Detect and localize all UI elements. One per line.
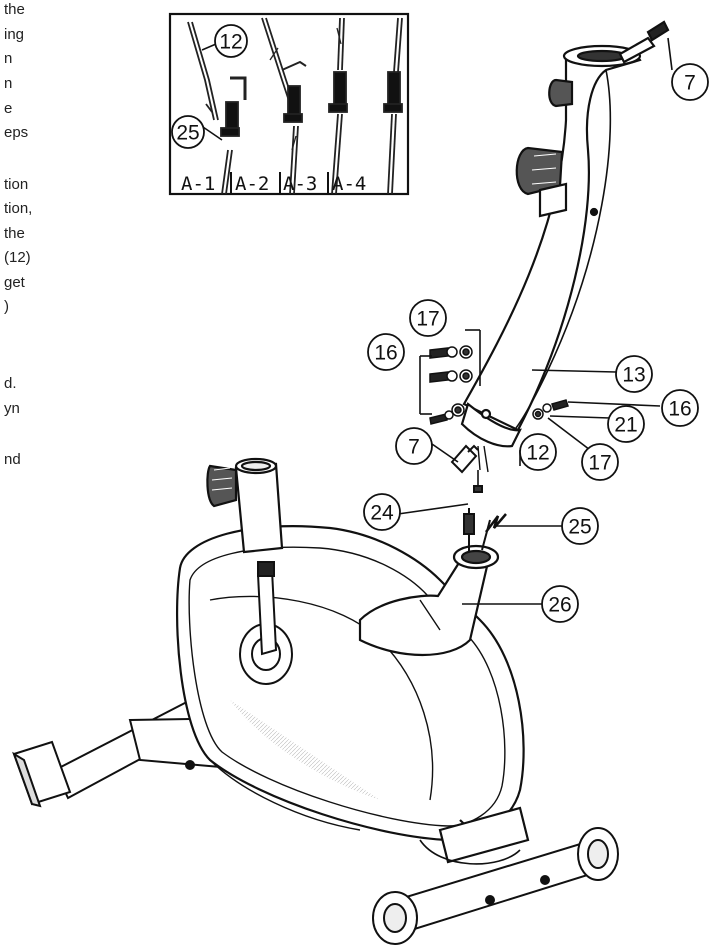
frame-cables: [463, 470, 507, 551]
text-fragment: eps: [4, 124, 29, 141]
leader-lines: [397, 37, 673, 605]
callout-24: 24: [363, 493, 401, 531]
svg-text:7: 7: [684, 72, 696, 95]
text-fragment: e: [4, 100, 13, 117]
text-fragment: nd: [4, 451, 21, 468]
crank-arm: [256, 561, 278, 656]
callout-16-left: 16: [367, 333, 405, 371]
bolts-left: [429, 345, 473, 425]
svg-text:12: 12: [526, 442, 549, 465]
svg-text:16: 16: [374, 342, 397, 365]
text-fragment: d.: [4, 375, 17, 392]
svg-text:25: 25: [568, 516, 591, 539]
svg-text:24: 24: [370, 502, 394, 525]
main-frame-mast: [358, 544, 500, 657]
inset-callout-25: 25: [171, 115, 223, 149]
seat-post: [206, 457, 284, 554]
svg-text:17: 17: [588, 452, 611, 475]
text-fragment: (12): [4, 249, 31, 266]
inset-step-a1: A-1: [181, 173, 215, 195]
text-fragment: tion,: [4, 200, 33, 217]
callout-25: 25: [561, 507, 599, 545]
text-fragment: tion: [4, 176, 29, 193]
svg-text:26: 26: [548, 594, 571, 617]
text-fragment: yn: [4, 400, 20, 417]
text-fragment: the: [4, 225, 25, 242]
inset-panel: A-1 A-2 A-3 A-4 12 25: [168, 12, 410, 196]
bolts-right: [532, 399, 569, 420]
svg-text:17: 17: [416, 308, 439, 331]
text-fragment: n: [4, 75, 13, 92]
inset-step-a2-drawing: [261, 17, 307, 195]
inset-step-a4: A-4: [332, 173, 366, 195]
callout-16-right: 16: [661, 389, 699, 427]
rear-stabilizer: [372, 827, 619, 945]
callout-13: 13: [615, 355, 653, 393]
cable-connector: [450, 444, 489, 474]
text-fragment: n: [4, 50, 13, 67]
inset-callout-12: 12: [201, 24, 248, 58]
svg-text:12: 12: [219, 31, 242, 54]
callout-17-top: 17: [409, 299, 447, 337]
svg-text:25: 25: [176, 122, 199, 145]
text-fragment: ing: [4, 26, 25, 43]
handlebar-post: [460, 20, 670, 448]
text-fragment: get: [4, 274, 25, 291]
inset-step-a3: A-3: [283, 173, 317, 195]
svg-text:13: 13: [622, 364, 645, 387]
svg-text:21: 21: [614, 414, 637, 437]
callout-17-bottom: 17: [581, 443, 619, 481]
callout-7-bottom: 7: [395, 427, 433, 465]
callout-7-top: 7: [671, 63, 709, 101]
callout-21: 21: [607, 405, 645, 443]
svg-text:7: 7: [408, 436, 420, 459]
inset-step-a1-drawing: [187, 21, 247, 195]
svg-text:16: 16: [668, 398, 691, 421]
inset-step-a4-drawing: [383, 17, 403, 195]
inset-step-a3-drawing: [328, 17, 348, 195]
text-fragment: the: [4, 1, 25, 18]
callout-26: 26: [541, 585, 579, 623]
callout-12: 12: [519, 433, 557, 471]
text-fragment: ): [4, 298, 9, 315]
inset-step-a2: A-2: [235, 173, 269, 195]
